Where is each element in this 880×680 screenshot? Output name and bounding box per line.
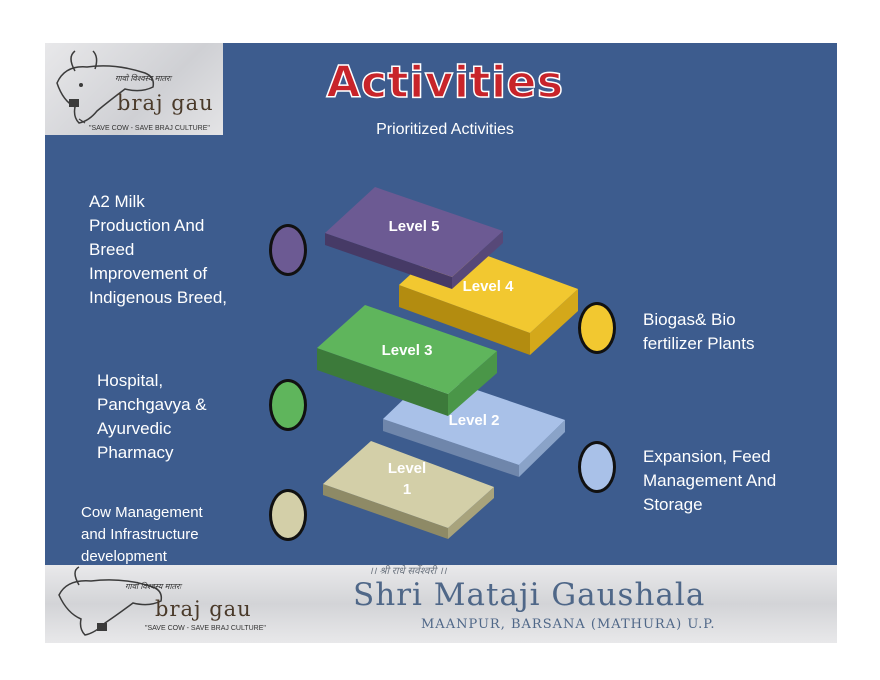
logo-brand-name: braj gau <box>117 91 214 115</box>
activity-level-1-text: Cow Management and Infrastructure develo… <box>81 504 203 565</box>
level-2-label: Level 2 <box>449 412 500 429</box>
level-3-label: Level 3 <box>382 342 433 359</box>
level-1-label-line1: Level <box>388 460 426 477</box>
logo-hindi-text: गावो विश्वस्य मातरः <box>115 74 171 83</box>
footer-address: MAANPUR, BARSANA (MATHURA) U.P. <box>421 617 716 632</box>
activity-level-3-text: Hospital, Panchgavya & Ayurvedic Pharmac… <box>97 371 207 462</box>
footer-organization-name: Shri Mataji Gaushala <box>353 577 706 613</box>
slide: गावो विश्वस्य मातरः braj gau "SAVE COW -… <box>45 43 837 565</box>
level-4-bullet-icon <box>578 302 616 354</box>
level-2-bullet-icon <box>578 441 616 493</box>
activity-level-4-text: Biogas& Bio fertilizer Plants <box>643 310 755 353</box>
level-5-tile: Level 5 <box>325 187 503 289</box>
footer-hindi-text: ।। श्री राधे सर्वेश्वरी ।। <box>369 566 447 577</box>
level-1-bullet-icon <box>269 489 307 541</box>
logo-tagline: "SAVE COW - SAVE BRAJ CULTURE" <box>89 125 210 132</box>
level-3-bullet-icon <box>269 379 307 431</box>
level-stack-diagram: Level 1 Level 2 Level 3 Level 4 <box>317 187 578 539</box>
footer-logo-tagline: "SAVE COW - SAVE BRAJ CULTURE" <box>145 625 266 632</box>
level-1-tile: Level 1 <box>323 441 494 539</box>
footer-logo-brand: braj gau <box>155 597 252 621</box>
footer-logo-hindi: गावो विश्वस्य मातरः <box>125 582 181 591</box>
level-3-tile: Level 3 <box>317 305 497 416</box>
page-title: Activities <box>326 56 564 109</box>
level-1-label-line2: 1 <box>403 481 411 498</box>
page-subtitle: Prioritized Activities <box>376 121 514 138</box>
level-5-bullet-icon <box>269 224 307 276</box>
activity-level-2-text: Expansion, Feed Management And Storage <box>643 447 777 514</box>
activity-level-5-text: A2 Milk Production And Breed Improvement… <box>89 192 227 307</box>
cow-logo-icon <box>56 50 155 124</box>
footer-banner: गावो विश्वस्य मातरः braj gau "SAVE COW -… <box>45 565 837 643</box>
footer-cow-logo-icon <box>58 566 163 636</box>
level-4-label: Level 4 <box>463 278 515 295</box>
braj-gau-logo: गावो विश्वस्य मातरः braj gau "SAVE COW -… <box>45 43 223 135</box>
level-5-label: Level 5 <box>389 218 440 235</box>
